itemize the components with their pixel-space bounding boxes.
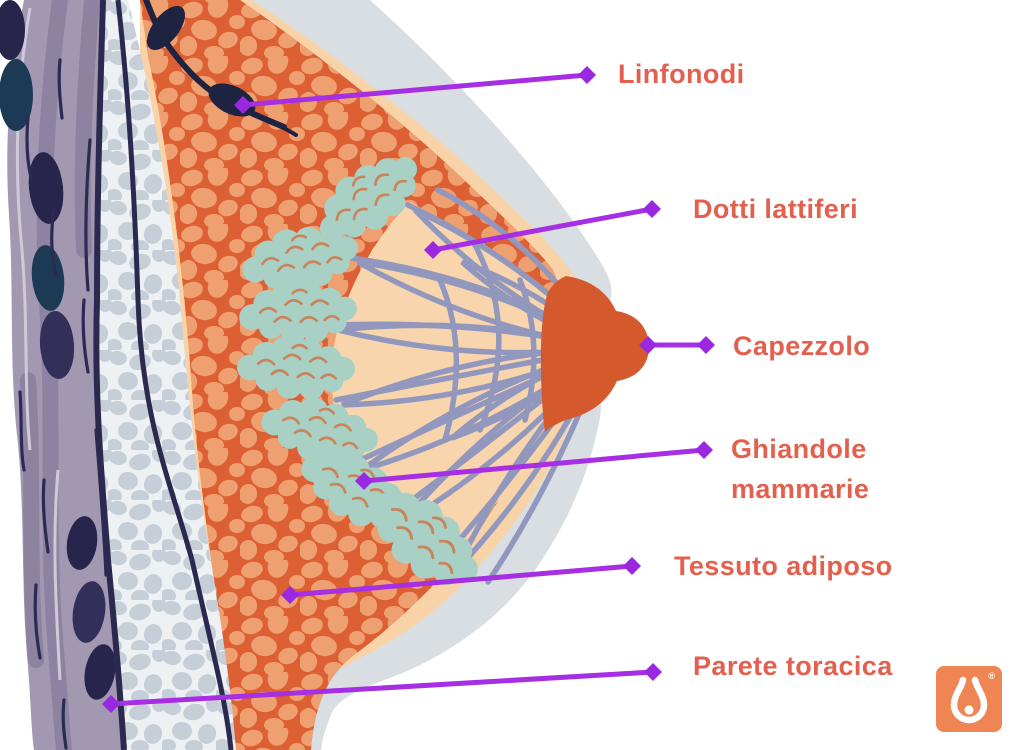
rib [31,245,65,311]
breast-section [140,0,649,750]
rib [66,516,98,570]
brand-logo: ® [936,666,1002,732]
connector-parete-toracica [102,663,662,713]
rib [72,581,106,643]
label-parete-toracica: Parete toracica [693,651,893,681]
diamond-marker [578,66,596,84]
rib [28,152,64,224]
rib [0,0,25,60]
diamond-marker [697,336,715,354]
chest-wall [0,0,236,750]
connector-dotti-lattiferi [424,200,661,259]
ribs [0,0,116,700]
lymph-node [146,6,186,50]
diamond-marker [644,663,662,681]
breast-icon [950,676,988,724]
label-capezzolo: Capezzolo [733,331,871,361]
diamond-marker [639,336,657,354]
nipple [540,276,649,432]
diamond-marker [281,586,299,604]
diamond-marker [234,96,252,114]
label-ghiandole-mammarie: Ghiandole mammarie [731,434,870,504]
label-dotti-lattiferi: Dotti lattiferi [693,194,858,224]
diamond-marker [102,695,120,713]
connector-tessuto-adiposo [281,557,641,604]
rib [0,59,33,131]
diamond-marker [623,557,641,575]
rib [39,311,75,379]
fascia-boundary-line [93,0,127,750]
rib [84,644,116,700]
fascia-inner-line [115,0,234,750]
connector-linfonodi [234,66,596,114]
diamond-marker [643,200,661,218]
label-tessuto-adiposo: Tessuto adiposo [674,551,893,581]
registered-mark: ® [988,671,995,681]
connector-capezzolo [639,336,715,354]
diamond-marker [355,472,373,490]
muscle-striations [20,0,100,750]
diamond-marker [424,241,442,259]
label-linfonodi: Linfonodi [618,59,745,89]
diamond-marker [695,441,713,459]
connector-ghiandole-mammarie [355,441,713,490]
